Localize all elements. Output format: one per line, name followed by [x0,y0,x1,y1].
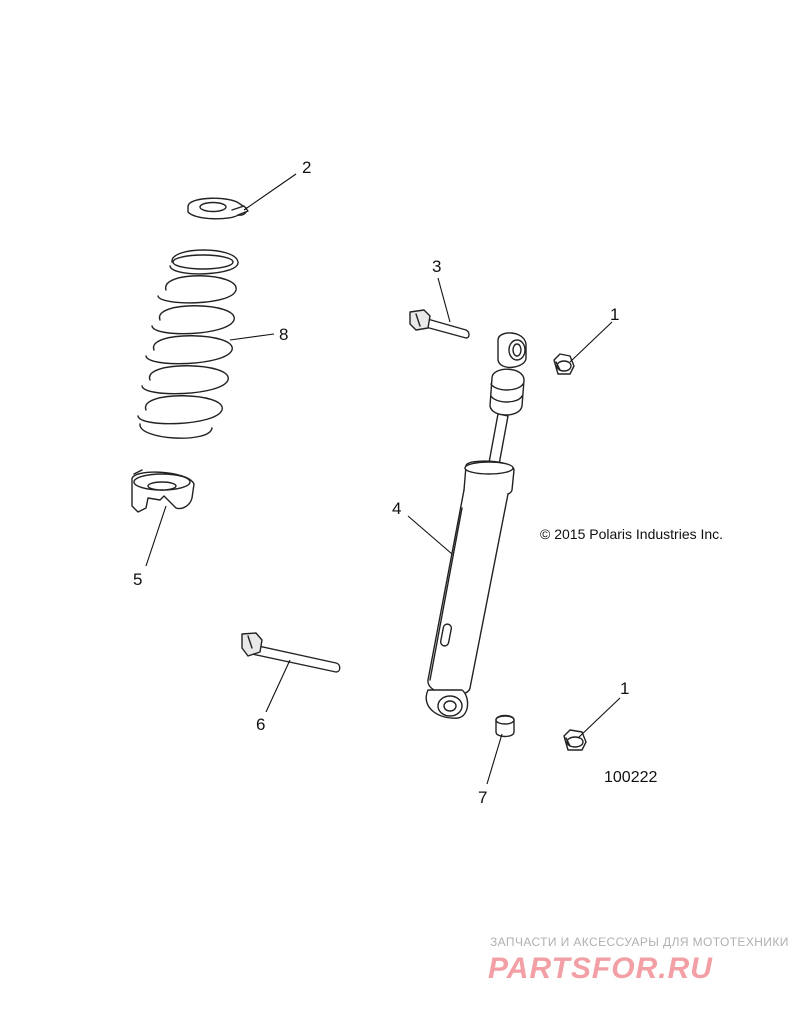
leader-2 [243,173,297,211]
lower-bolt-icon [241,632,341,673]
callout-1-upper: 1 [610,305,619,324]
callout-6: 6 [256,715,265,734]
coil-spring-icon [137,249,239,439]
watermark: ЗАПЧАСТИ И АКСЕССУАРЫ ДЛЯ МОТОТЕХНИКИ PA… [488,935,789,985]
reference-number: 100222 [604,769,657,786]
flange-nut-icon [553,353,575,375]
leader-6 [265,659,291,713]
watermark-tagline: ЗАПЧАСТИ И АКСЕССУАРЫ ДЛЯ МОТОТЕХНИКИ [490,935,789,949]
upper-bolt-icon [409,309,470,339]
callout-5: 5 [133,570,142,589]
bushing-spacer-icon [495,714,515,738]
callout-8: 8 [279,325,288,344]
copyright-text: © 2015 Polaris Industries Inc. [540,526,723,542]
leader-4 [407,515,453,555]
leader-1a [569,321,613,363]
callout-2: 2 [302,158,311,177]
leader-8 [229,333,275,341]
callout-7: 7 [478,788,487,807]
callout-1-lower: 1 [620,679,629,698]
callout-4: 4 [392,499,401,518]
callout-3: 3 [432,257,441,276]
watermark-brand-part2: FOR.RU [592,952,713,985]
spring-retainer-icon [187,197,249,220]
spring-seat-icon [131,469,195,513]
leader-1b [577,697,621,739]
shock-absorber-icon [425,332,527,719]
leader-3 [437,277,451,323]
watermark-brand: PARTSFOR.RU [488,952,713,985]
leader-5 [145,505,167,567]
leader-7 [486,733,503,785]
watermark-brand-part1: PARTS [488,952,592,985]
